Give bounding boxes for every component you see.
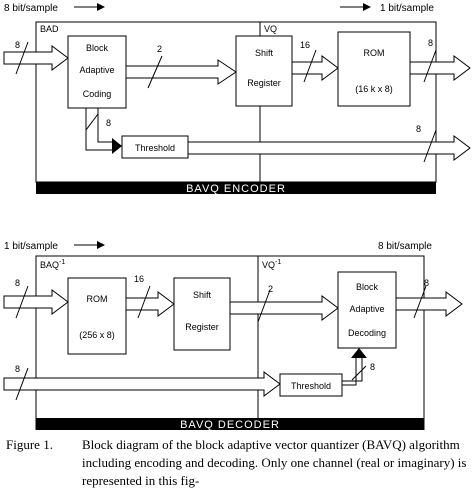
bad-label-line2: Adaptive bbox=[349, 304, 384, 314]
encoder-bar bbox=[36, 182, 436, 194]
threshold-to-bad-slash bbox=[351, 365, 367, 381]
shift-decoder-line2: Register bbox=[185, 322, 219, 332]
bac-to-shift-slash bbox=[147, 55, 163, 89]
bad-output-arrow bbox=[395, 291, 463, 317]
decoder-lower-input-slash bbox=[15, 367, 29, 401]
figure-caption-text: Block diagram of the block adaptive vect… bbox=[82, 437, 467, 488]
figure-caption-label: Figure 1. bbox=[6, 437, 53, 452]
shift-decoder-line1: Shift bbox=[193, 290, 212, 300]
shift-to-rom-arrow bbox=[291, 55, 339, 81]
shift-to-bad-width: 2 bbox=[268, 284, 273, 294]
rom-output-width: 8 bbox=[428, 38, 433, 48]
bac-to-threshold-head bbox=[112, 138, 122, 154]
threshold-to-bad-line-b bbox=[342, 356, 363, 382]
encoder-input-width: 8 bbox=[15, 40, 20, 50]
bac-label-line1: Block bbox=[86, 43, 109, 53]
bad-label-line3: Decoding bbox=[348, 328, 386, 338]
decoder-input-width: 8 bbox=[15, 278, 20, 288]
bad-label-line1: Block bbox=[356, 282, 379, 292]
decoder-panel: 1 bit/sample 8 bit/sample BAQ-1 VQ-1 8 R… bbox=[3, 241, 463, 430]
decoder-input-slash bbox=[15, 285, 29, 319]
shift-to-bad-arrow bbox=[229, 295, 339, 321]
rom-to-shift-width: 16 bbox=[134, 274, 144, 284]
bac-label-line2: Adaptive bbox=[79, 65, 114, 75]
bac-to-threshold-line-a bbox=[85, 108, 116, 151]
shift-to-rom-slash bbox=[303, 49, 317, 83]
decoder-bar-label: BAVQ DECODER bbox=[180, 419, 280, 430]
rom-decoder-box bbox=[67, 277, 127, 355]
rom-output-arrow bbox=[409, 55, 471, 81]
threshold-output-slash bbox=[423, 129, 437, 163]
threshold-output-arrow bbox=[187, 135, 471, 161]
section-vq-inverse-label: VQ-1 bbox=[262, 259, 281, 270]
threshold-to-bad-head bbox=[351, 348, 367, 358]
rom-decoder-line1: ROM bbox=[87, 294, 108, 304]
threshold-decoder-label: Threshold bbox=[291, 381, 331, 391]
decoder-input-rate: 1 bit/sample bbox=[4, 241, 58, 252]
figure-caption: Figure 1. Block diagram of the block ada… bbox=[6, 436, 468, 490]
bac-label-line3: Coding bbox=[83, 89, 112, 99]
bad-output-width: 8 bbox=[424, 278, 429, 288]
bac-to-shift-arrow bbox=[125, 59, 237, 85]
bac-to-threshold-width: 8 bbox=[106, 118, 111, 128]
shift-register-encoder-box bbox=[235, 35, 293, 107]
shift-register-decoder-box bbox=[173, 277, 231, 351]
threshold-to-bad-width: 8 bbox=[370, 362, 375, 372]
section-baq-label: BAQ-1 bbox=[40, 259, 65, 270]
decoder-lower-input-width: 8 bbox=[15, 364, 20, 374]
shift-encoder-line1: Shift bbox=[255, 48, 274, 58]
section-vq-encoder-label: VQ bbox=[264, 24, 277, 34]
shift-encoder-line2: Register bbox=[247, 78, 281, 88]
threshold-encoder-label: Threshold bbox=[135, 143, 175, 153]
encoder-panel: 8 bit/sample 1 bit/sample BAD VQ 8 Block… bbox=[3, 3, 471, 195]
shift-to-bad-slash bbox=[257, 289, 271, 323]
bad-output-slash bbox=[413, 285, 427, 319]
rom-encoder-line2: (16 k x 8) bbox=[355, 84, 393, 94]
encoder-bar-label: BAVQ ENCODER bbox=[186, 183, 286, 195]
decoder-output-rate: 8 bit/sample bbox=[378, 241, 432, 252]
decoder-lower-input-arrow bbox=[3, 371, 281, 397]
bac-to-threshold-slash bbox=[85, 113, 99, 131]
rom-encoder-line1: ROM bbox=[364, 48, 385, 58]
threshold-to-bad-line-a bbox=[342, 356, 357, 386]
bac-to-shift-width: 2 bbox=[157, 44, 162, 54]
rom-encoder-box bbox=[337, 31, 411, 107]
block-adaptive-decoding-box bbox=[337, 271, 397, 349]
encoder-input-slash bbox=[15, 41, 29, 75]
rom-output-slash bbox=[423, 49, 437, 83]
decoder-bar bbox=[36, 418, 424, 430]
threshold-output-width: 8 bbox=[416, 124, 421, 134]
block-adaptive-coding-box bbox=[67, 35, 127, 109]
bac-to-threshold-line-b bbox=[97, 108, 116, 143]
rom-to-shift-arrow bbox=[125, 291, 175, 317]
rom-decoder-line2: (256 x 8) bbox=[79, 330, 115, 340]
section-bad-label: BAD bbox=[40, 24, 59, 34]
rom-to-shift-slash bbox=[137, 285, 151, 319]
encoder-input-rate: 8 bit/sample bbox=[4, 3, 58, 14]
vq-inverse-section-border bbox=[257, 255, 425, 430]
encoder-output-rate: 1 bit/sample bbox=[380, 3, 434, 14]
shift-to-rom-width: 16 bbox=[300, 40, 310, 50]
bavq-block-diagram: 8 bit/sample 1 bit/sample BAD VQ 8 Block… bbox=[3, 3, 471, 430]
